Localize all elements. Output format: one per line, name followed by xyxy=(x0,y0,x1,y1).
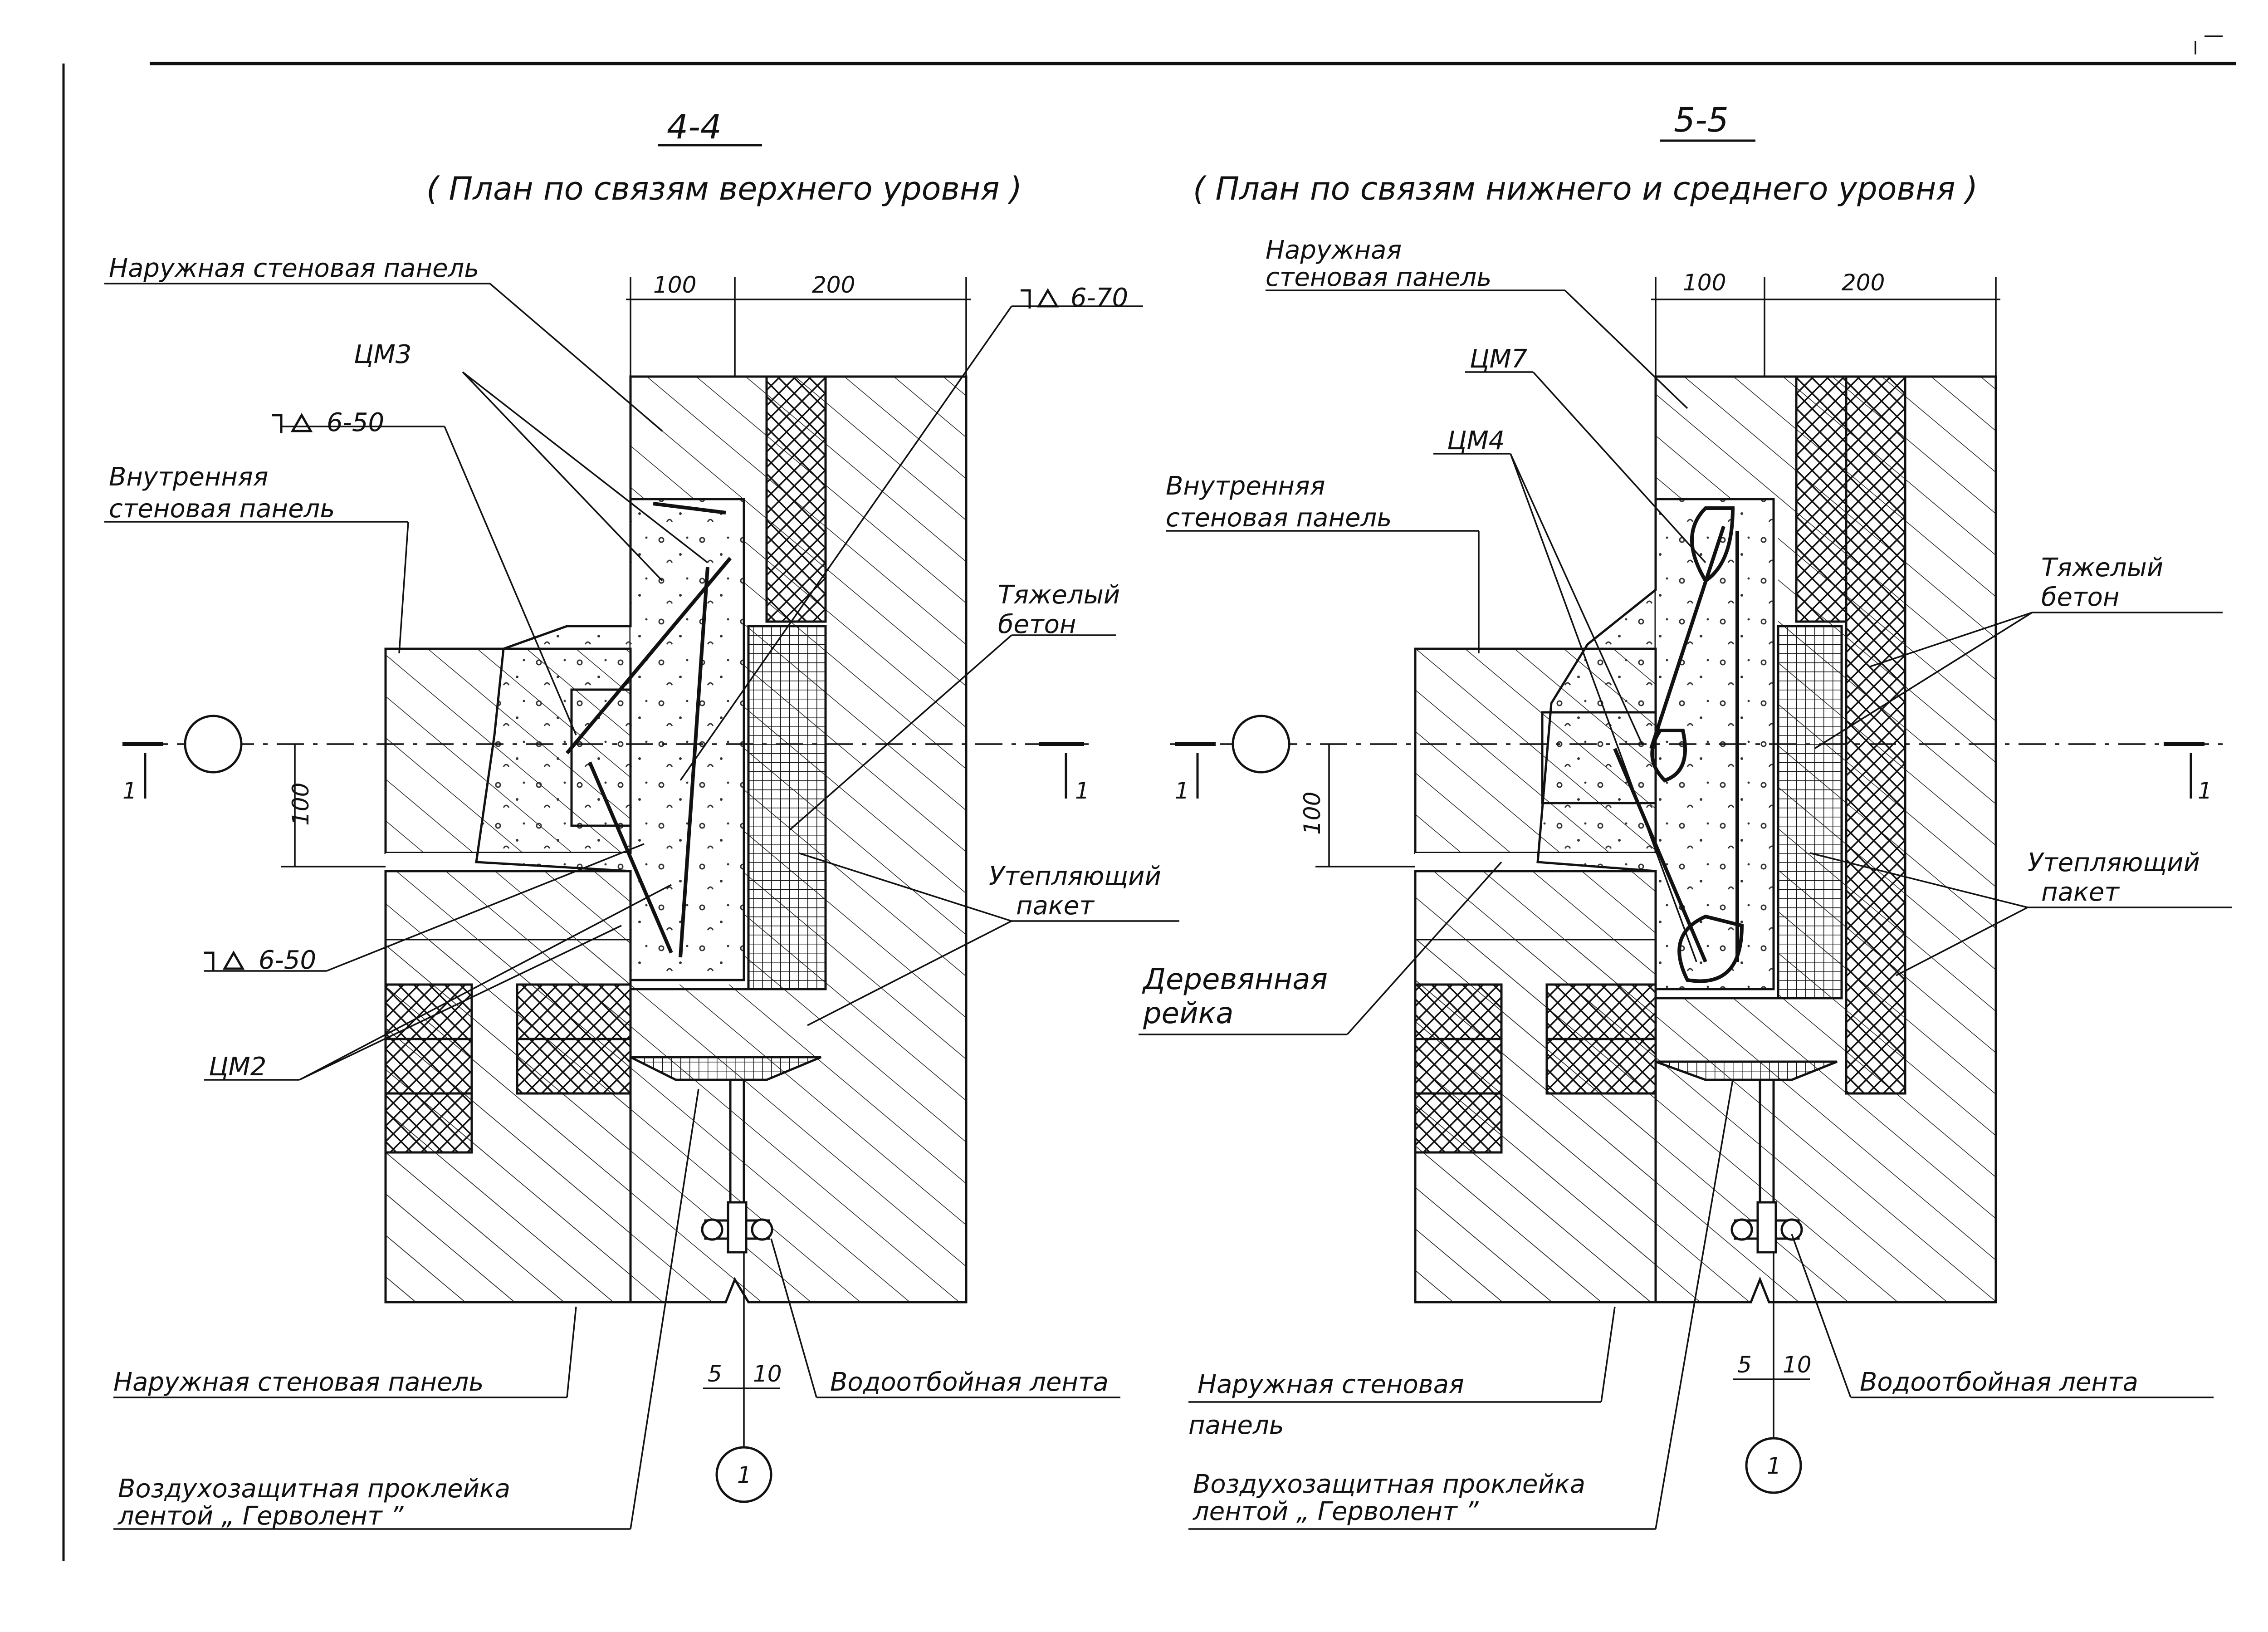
cut-mark-right: 1 xyxy=(1039,742,1090,804)
label-outer-panel-bottom: Наружная стеновая панель xyxy=(113,1367,484,1397)
label-inner-panel-5-5-line2: стеновая панель xyxy=(1166,503,1392,533)
svg-text:100: 100 xyxy=(288,783,314,826)
svg-text:1: 1 xyxy=(1175,778,1189,804)
label-outer-panel-bottom-5-5-line1: Наружная стеновая xyxy=(1198,1370,1464,1399)
svg-text:1: 1 xyxy=(1767,1453,1781,1479)
section-5-5: 5-5 ( План по связям нижнего и среднего … xyxy=(1139,101,2232,1530)
label-inner-panel-line1: Внутренняя xyxy=(109,462,268,492)
insulation-grid xyxy=(629,625,827,1081)
insulation-cross xyxy=(765,375,827,623)
label-wood-strip-line1: Деревянная xyxy=(1142,963,1328,996)
section-5-5-title: 5-5 xyxy=(1674,101,1729,140)
label-sealing-line1: Воздухозащитная проклейка xyxy=(118,1474,510,1504)
label-outer-panel-top-5-5-line1: Наружная xyxy=(1266,235,1402,265)
cut-mark-left-5-5: 1 xyxy=(1175,742,1216,804)
svg-text:6-70: 6-70 xyxy=(1070,283,1128,313)
svg-text:200: 200 xyxy=(1842,270,1885,296)
svg-text:5: 5 xyxy=(1737,1352,1752,1378)
label-tape-5-5: Водоотбойная лента xyxy=(1860,1367,2138,1397)
tape-icon-5-5 xyxy=(1730,1201,1803,1254)
label-sealing-5-5-line2: лентой „ Герволент ” xyxy=(1193,1497,1479,1526)
sheet-frame xyxy=(62,35,2236,1561)
svg-text:10: 10 xyxy=(753,1361,782,1387)
axis-bubble-5-5 xyxy=(1232,715,1290,774)
weld-symbol-upper: 6-50 xyxy=(272,408,384,437)
leaders-5-5 xyxy=(1139,289,2232,1530)
label-outer-panel-bottom-5-5-line2: панель xyxy=(1188,1411,1284,1440)
label-insulation-5-5-line2: пакет xyxy=(2041,877,2120,907)
label-heavy-concrete-5-5-line1: Тяжелый xyxy=(2041,553,2163,583)
axis-bubble xyxy=(184,715,243,774)
svg-text:1: 1 xyxy=(737,1462,752,1488)
tape-icon xyxy=(701,1201,773,1254)
section-4-4: 4-4 ( План по связям верхнего уровня ) xyxy=(104,108,1179,1531)
svg-text:6-50: 6-50 xyxy=(327,408,384,437)
label-outer-panel-top-5-5-line2: стеновая панель xyxy=(1266,263,1491,292)
label-inner-panel-5-5-line1: Внутренняя xyxy=(1166,471,1325,501)
label-wood-strip-line2: рейка xyxy=(1143,997,1233,1030)
label-sealing-line2: лентой „ Герволент ” xyxy=(117,1501,404,1531)
weld-symbol-top: 6-70 xyxy=(1021,283,1128,313)
svg-text:1: 1 xyxy=(122,778,137,804)
svg-text:100: 100 xyxy=(1683,270,1726,296)
insulation-grid-5-5 xyxy=(1654,625,1843,1081)
svg-text:10: 10 xyxy=(1783,1352,1812,1378)
svg-text:200: 200 xyxy=(812,272,855,298)
dimensions-4-4: 100 200 100 5 10 xyxy=(281,272,971,1447)
label-cm3: ЦМ3 xyxy=(354,340,411,369)
svg-text:100: 100 xyxy=(653,272,696,298)
weld-symbol-lower: 6-50 xyxy=(204,946,316,975)
insulation-cross-5-5 xyxy=(1795,375,1848,623)
label-inner-panel-line2: стеновая панель xyxy=(109,494,335,524)
label-cm4: ЦМ4 xyxy=(1447,426,1505,456)
section-4-4-title: 4-4 xyxy=(667,108,722,147)
anchor-loops xyxy=(1541,506,1744,983)
label-heavy-concrete-5-5-line2: бетон xyxy=(2041,583,2119,612)
label-cm2: ЦМ2 xyxy=(209,1052,266,1082)
label-tape: Водоотбойная лента xyxy=(830,1367,1109,1397)
section-5-5-subtitle: ( План по связям нижнего и среднего уров… xyxy=(1193,170,1978,207)
axis-marker-bottom-5-5 xyxy=(1745,1437,1802,1494)
leaders-4-4 xyxy=(104,283,1179,1530)
label-insulation-line2: пакет xyxy=(1016,891,1095,921)
cut-mark-left: 1 xyxy=(122,742,163,804)
svg-text:100: 100 xyxy=(1299,792,1325,835)
dimensions-5-5: 100 200 100 5 10 xyxy=(1299,270,2000,1438)
label-heavy-concrete-line2: бетон xyxy=(998,610,1076,639)
axis-marker-bottom xyxy=(715,1446,772,1503)
label-heavy-concrete-line1: Тяжелый xyxy=(998,580,1120,610)
label-outer-panel-top: Наружная стеновая панель xyxy=(109,254,479,283)
label-sealing-5-5-line1: Воздухозащитная проклейка xyxy=(1193,1470,1585,1499)
section-4-4-subtitle: ( План по связям верхнего уровня ) xyxy=(426,170,1022,207)
label-insulation-line1: Утепляющий xyxy=(989,862,1161,891)
svg-text:6-50: 6-50 xyxy=(259,946,316,975)
label-insulation-5-5-line1: Утепляющий xyxy=(2028,848,2200,877)
svg-text:1: 1 xyxy=(1075,778,1090,804)
svg-text:5: 5 xyxy=(708,1361,722,1387)
svg-text:1: 1 xyxy=(2198,778,2212,804)
cut-mark-right-5-5: 1 xyxy=(2164,742,2212,804)
label-cm7: ЦМ7 xyxy=(1470,344,1528,374)
